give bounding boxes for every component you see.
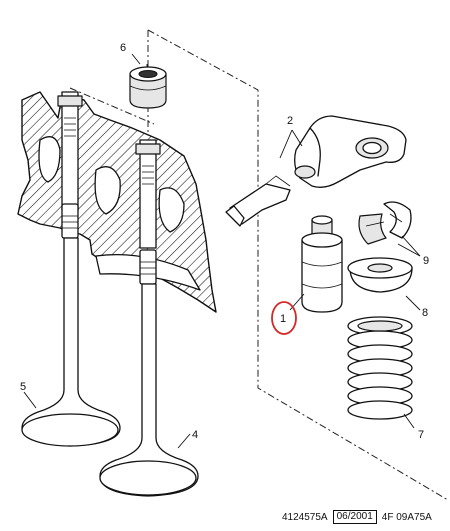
- valve-spring-7: [347, 316, 413, 420]
- figure-reference-footer: 4124575A 06/2001 4F 09A75A: [282, 510, 432, 524]
- cylinder-head-section: [17, 91, 217, 313]
- callout-2: 2: [287, 115, 293, 127]
- retaining-clip: [225, 175, 291, 227]
- callout-8: 8: [422, 307, 428, 319]
- valve-guide-right: [135, 139, 161, 249]
- spring-retainer-8: [347, 257, 413, 293]
- valve-cotters-9: [358, 201, 412, 245]
- valve-5: [21, 203, 121, 447]
- callout-5: 5: [20, 381, 26, 393]
- callout-6: 6: [120, 42, 126, 54]
- valve-4: [99, 249, 199, 497]
- revision-date: 06/2001: [332, 510, 377, 524]
- reference-number: 4124575A: [282, 511, 328, 523]
- rocker-arm-2: [294, 115, 407, 188]
- valve-guide-left: [57, 91, 83, 211]
- callout-4: 4: [192, 429, 198, 441]
- hydraulic-tappet-1: [301, 215, 343, 313]
- valve-stem-seal-6: [129, 66, 167, 109]
- callout-1: 1: [280, 313, 286, 325]
- document-code: 4F 09A75A: [381, 511, 432, 523]
- callout-9: 9: [423, 255, 429, 267]
- highlight-circle: [271, 301, 297, 335]
- callout-7: 7: [418, 429, 424, 441]
